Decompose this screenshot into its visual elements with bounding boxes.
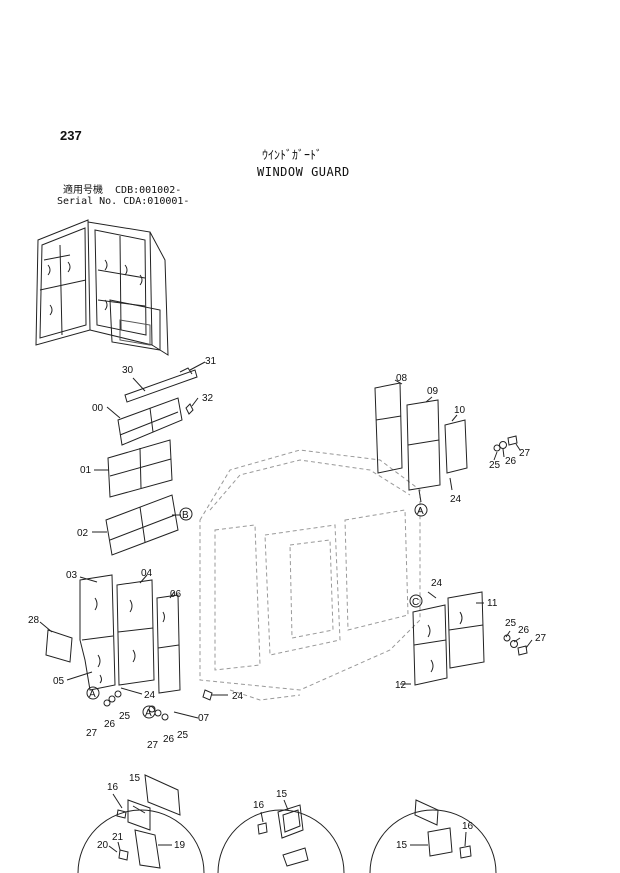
part-06-panel <box>156 591 181 694</box>
label-10: 10 <box>454 405 466 416</box>
label-20: 20 <box>97 840 109 851</box>
label-b: B <box>182 510 189 521</box>
label-02: 02 <box>77 528 89 539</box>
label-25-left: 25 <box>119 711 131 722</box>
part-05-line <box>66 671 93 681</box>
label-15-detail-a: 15 <box>129 773 141 784</box>
part-28-plate <box>39 621 73 663</box>
label-28: 28 <box>28 615 40 626</box>
label-24-right: 24 <box>431 578 443 589</box>
cab-overview-thumbnail <box>35 219 169 356</box>
label-24-top: 24 <box>450 494 462 505</box>
part-03-panel <box>79 574 116 691</box>
label-26-mid: 26 <box>163 734 175 745</box>
label-27-top: 27 <box>519 448 531 459</box>
fasteners-25-26-27-top <box>493 435 521 461</box>
label-32: 32 <box>202 393 214 404</box>
label-07: 07 <box>198 713 210 724</box>
label-27-right: 27 <box>535 633 547 644</box>
label-26-right: 26 <box>518 625 530 636</box>
label-08: 08 <box>396 373 408 384</box>
label-25-mid: 25 <box>177 730 189 741</box>
label-27-mid: 27 <box>147 740 159 751</box>
applicable-serial-en: Serial No. CDA:010001- <box>57 196 190 207</box>
label-19: 19 <box>174 840 186 851</box>
part-10-panel <box>444 414 468 491</box>
label-a-left: A <box>89 689 96 700</box>
part-30-31-bar <box>124 361 206 403</box>
label-15-detail-b: 15 <box>276 789 288 800</box>
label-03: 03 <box>66 570 78 581</box>
callout-circle-a-3 <box>414 503 428 517</box>
label-25-right: 25 <box>505 618 517 629</box>
title-japanese: ｳｲﾝﾄﾞｶﾞｰﾄﾞ <box>262 148 323 162</box>
label-09: 09 <box>427 386 439 397</box>
label-04: 04 <box>141 568 153 579</box>
label-05: 05 <box>53 676 65 687</box>
label-a-mid: A <box>145 708 152 719</box>
detail-b-circle <box>217 799 345 873</box>
page-number: 237 <box>60 128 82 143</box>
part-04-panel <box>116 574 155 686</box>
part-00-panel <box>106 397 199 446</box>
label-26-left: 26 <box>104 719 116 730</box>
label-27-left: 27 <box>86 728 98 739</box>
detail-c-circle <box>369 799 497 873</box>
callout-circle-a-2 <box>142 705 156 719</box>
detail-a-circle <box>77 774 205 873</box>
label-26-top: 26 <box>505 456 517 467</box>
label-24-left: 24 <box>144 690 156 701</box>
part-01-panel <box>94 439 173 498</box>
label-31: 31 <box>205 356 217 367</box>
label-16-detail-c: 16 <box>462 821 474 832</box>
part-02-panel <box>92 494 181 556</box>
label-24-mid: 24 <box>232 691 244 702</box>
label-15-detail-c: 15 <box>396 840 408 851</box>
label-25-top: 25 <box>489 460 501 471</box>
label-12: 12 <box>395 680 407 691</box>
label-00: 00 <box>92 403 104 414</box>
label-a-top: A <box>417 506 424 517</box>
label-c: C <box>412 597 419 608</box>
label-21: 21 <box>112 832 124 843</box>
callout-circle-a-1 <box>86 686 100 700</box>
callout-circle-b <box>179 507 193 521</box>
part-11-panel <box>427 591 485 669</box>
fasteners-bottom-right <box>503 630 533 656</box>
part-12-panel <box>400 604 448 686</box>
cab-outline-ghost <box>199 449 421 701</box>
title-english: WINDOW GUARD <box>257 165 350 179</box>
label-01: 01 <box>80 465 92 476</box>
callout-circle-c <box>409 594 423 608</box>
label-16-detail-b: 16 <box>253 800 265 811</box>
applicable-serial-jp: 適用号機 CDB:001002- <box>63 185 182 196</box>
label-30: 30 <box>122 365 134 376</box>
callout-labels: 31 30 32 00 01 02 B 08 09 10 27 26 25 24… <box>28 356 547 851</box>
label-11: 11 <box>487 598 498 609</box>
label-16-detail-a: 16 <box>107 782 119 793</box>
part-08-panel <box>374 379 403 474</box>
label-06: 06 <box>170 589 182 600</box>
part-09-panel <box>406 396 441 503</box>
